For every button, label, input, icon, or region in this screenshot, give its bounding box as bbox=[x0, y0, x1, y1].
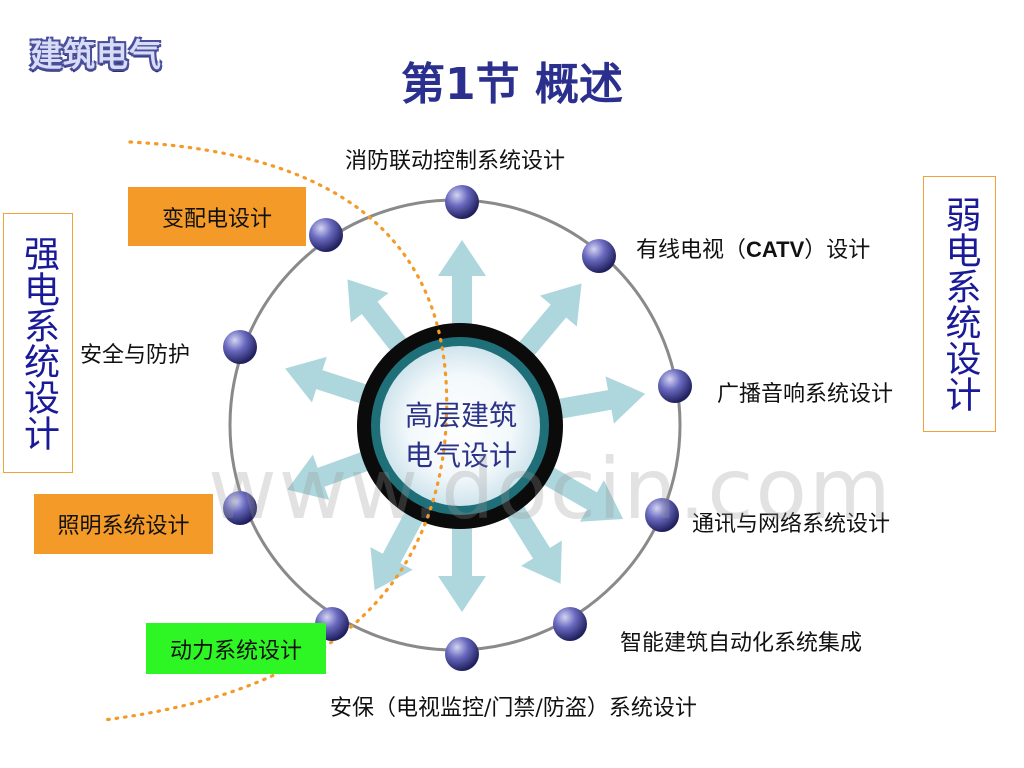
arrow-up bbox=[438, 240, 486, 346]
arrow-down bbox=[438, 506, 486, 612]
logo: 建筑电气 bbox=[30, 36, 163, 74]
node-substation bbox=[309, 218, 343, 252]
center-line-1: 高层建筑 bbox=[404, 399, 517, 432]
page-title: 第1节 概述 bbox=[401, 59, 623, 110]
arrow-right bbox=[539, 376, 646, 424]
node-communication bbox=[645, 498, 679, 532]
node-fire bbox=[445, 185, 479, 219]
node-lighting bbox=[223, 491, 257, 525]
label-fire-control: 消防联动控制系统设计 bbox=[345, 149, 566, 174]
box-substation: 变配电设计 bbox=[128, 187, 306, 246]
label-safety: 安全与防护 bbox=[80, 343, 191, 368]
label-catv-pre: 有线电视（ bbox=[636, 238, 747, 263]
label-communication: 通讯与网络系统设计 bbox=[692, 512, 891, 537]
label-broadcast: 广播音响系统设计 bbox=[717, 382, 894, 407]
node-broadcast bbox=[658, 369, 692, 403]
node-security bbox=[445, 637, 479, 671]
node-safety bbox=[223, 330, 257, 364]
center-line-2: 电气设计 bbox=[404, 439, 517, 472]
node-intelligent bbox=[553, 607, 587, 641]
strong-current-sidebar: 强电系统设计 bbox=[3, 213, 73, 473]
nodes bbox=[223, 185, 692, 671]
box-power: 动力系统设计 bbox=[146, 623, 326, 674]
watermark: www.docin.com bbox=[208, 440, 893, 538]
weak-current-sidebar: 弱电系统设计 bbox=[923, 176, 996, 432]
box-lighting: 照明系统设计 bbox=[34, 494, 213, 554]
label-catv-post: ）设计 bbox=[804, 238, 871, 263]
center-title: 高层建筑 电气设计 bbox=[376, 396, 546, 476]
label-catv-mid: CATV bbox=[746, 237, 805, 262]
center-disc bbox=[380, 346, 540, 506]
label-catv: 有线电视（CATV）设计 bbox=[636, 232, 870, 264]
label-security: 安保（电视监控/门禁/防盗）系统设计 bbox=[330, 696, 697, 721]
node-catv bbox=[582, 239, 616, 273]
label-intelligent: 智能建筑自动化系统集成 bbox=[620, 631, 863, 656]
